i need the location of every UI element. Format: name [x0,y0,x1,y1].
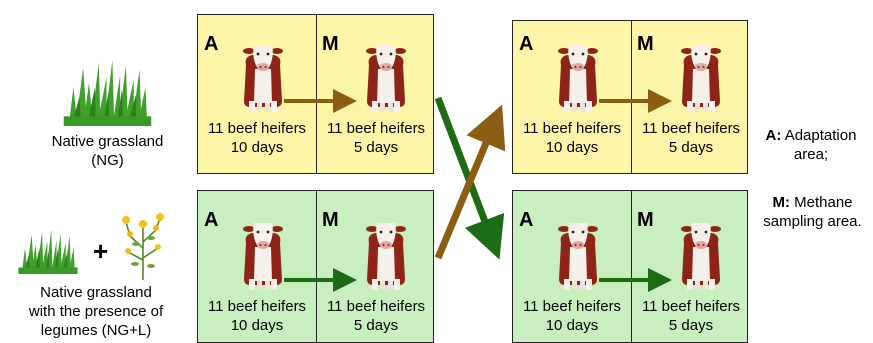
legend-methane: M: Methane sampling area. [752,193,873,231]
legend-m-key: M: [772,194,790,211]
crossover-arrow-green [438,98,492,240]
legend-m-text2: sampling area. [752,212,873,231]
legend-adaptation-line1: A: Adaptation [755,126,867,145]
legend-a-text2: area; [755,145,867,164]
crossover-arrow-brown [438,124,494,258]
legend-m-text: Methane [790,194,853,211]
legend-adaptation: A: Adaptation area; [755,126,867,164]
legend-methane-line1: M: Methane [752,193,873,212]
legend-a-text: Adaptation [781,127,856,144]
legend-a-key: A: [766,127,782,144]
